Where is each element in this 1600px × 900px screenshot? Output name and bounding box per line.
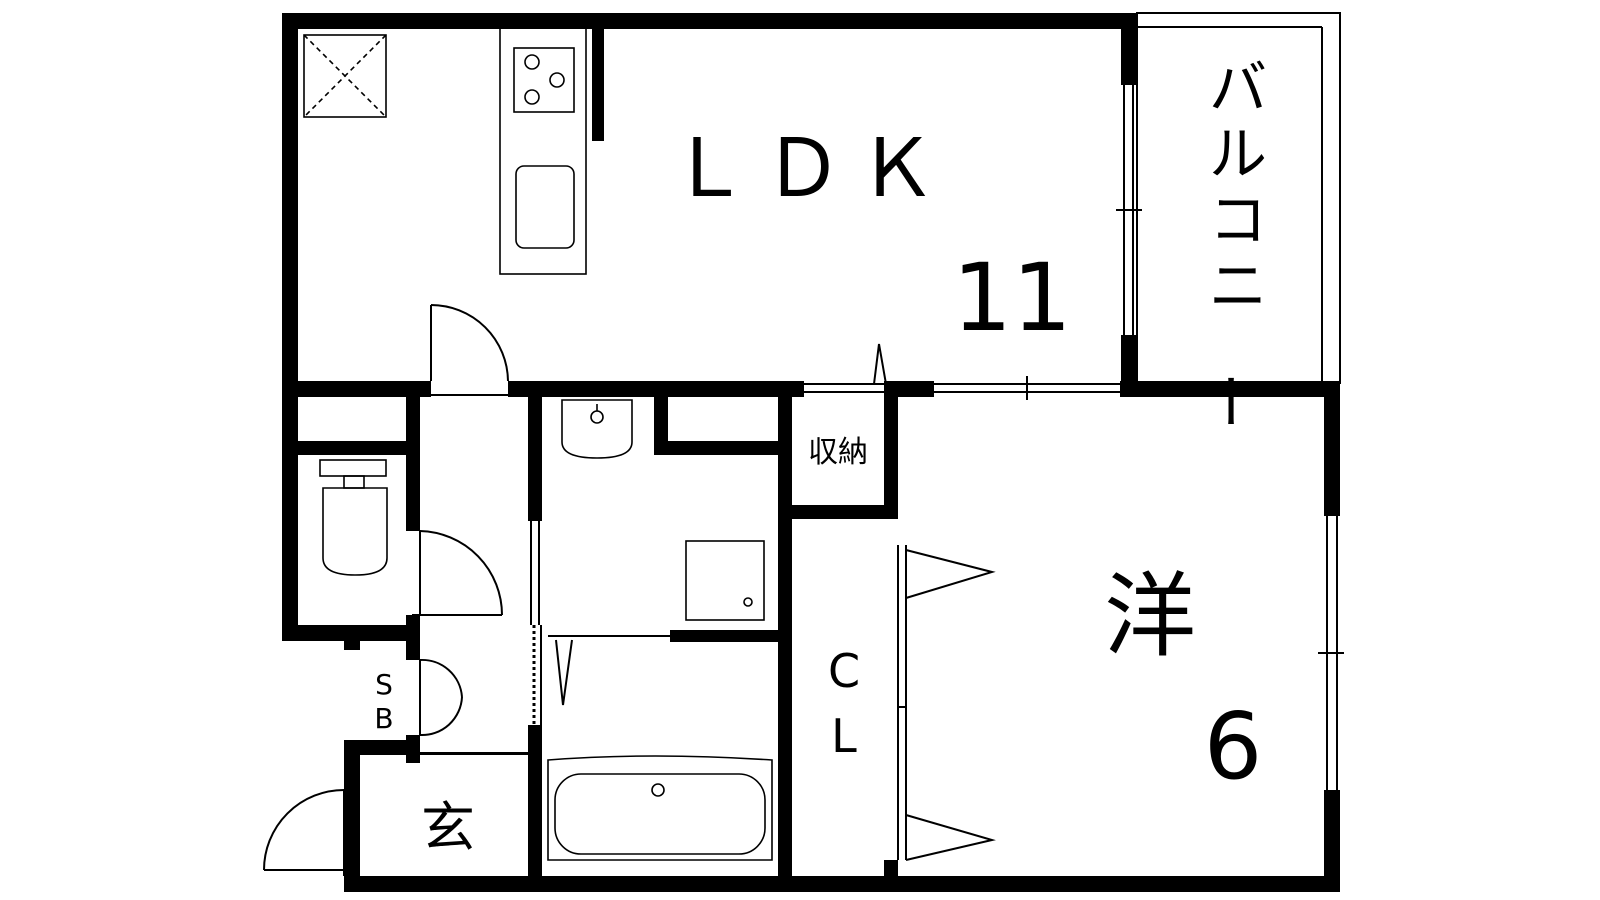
bathtub [547, 755, 773, 861]
wash-basin [561, 399, 633, 459]
closet-line1: C [828, 644, 860, 698]
toilet [319, 459, 388, 576]
western-name: 洋 [1104, 563, 1196, 670]
western-size: 6 [1204, 693, 1263, 800]
kitchen-counter [499, 26, 587, 275]
shoebox-line1: S [375, 668, 393, 701]
fridge-space [303, 34, 387, 118]
ldk-name: ＬＤＫ [669, 122, 951, 215]
washing-machine-space [685, 540, 765, 621]
fixtures [303, 26, 773, 861]
walls [282, 13, 1340, 892]
closet-line2: L [831, 709, 857, 763]
balcony-name: バルコニー [1195, 54, 1267, 430]
doors [263, 304, 996, 876]
ldk-size: 11 [952, 244, 1072, 353]
room-labels: ＬＤＫ 11 バルコニー 収納 洋 6 C L S B 玄 [374, 54, 1267, 859]
storage-name: 収納 [808, 435, 868, 470]
balcony [1136, 12, 1341, 384]
entrance-name: 玄 [421, 796, 475, 859]
shoebox-line2: B [374, 702, 393, 735]
windows [804, 85, 1344, 790]
